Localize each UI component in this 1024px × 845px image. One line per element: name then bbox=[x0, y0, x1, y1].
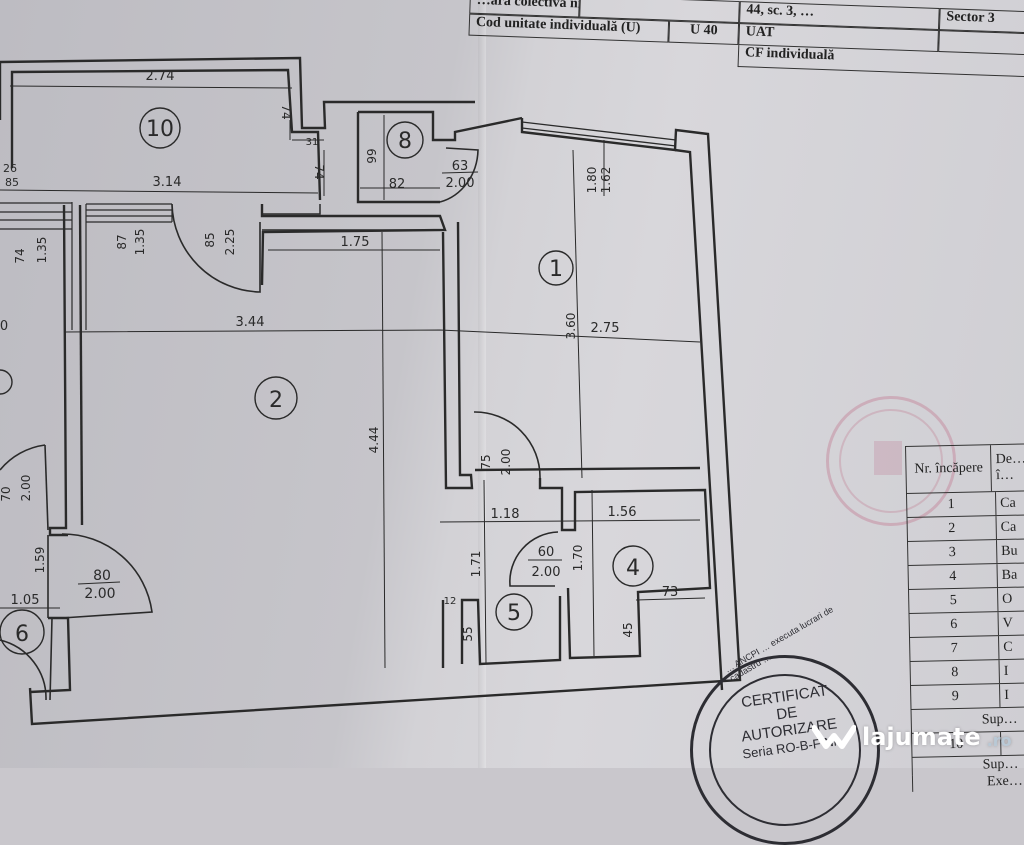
dim-82: 82 bbox=[389, 177, 406, 192]
paper-fold bbox=[478, 0, 486, 768]
lajumate-logo-icon bbox=[812, 725, 856, 749]
dim-3-14: 3.14 bbox=[153, 175, 182, 190]
room-label-5: 5 bbox=[507, 601, 521, 626]
dim-26: 26 bbox=[3, 162, 17, 175]
door-5-height: 2.00 bbox=[532, 565, 561, 580]
dim-74-left: 74 bbox=[13, 248, 27, 263]
dim-0: 0 bbox=[0, 319, 8, 334]
dim-3-60: 3.60 bbox=[564, 313, 578, 340]
door-2-height: 2.25 bbox=[223, 229, 237, 256]
dim-1-18: 1.18 bbox=[491, 507, 520, 522]
dim-31: 31 bbox=[306, 137, 319, 148]
dim-1-75: 1.75 bbox=[341, 235, 370, 250]
document-photo bbox=[0, 0, 1024, 768]
dim-2-74: 2.74 bbox=[146, 69, 175, 84]
door-8-width: 63 bbox=[452, 159, 469, 174]
watermark-tld: .ro bbox=[986, 730, 1012, 750]
dim-55: 55 bbox=[461, 626, 475, 641]
dim-1-80: 1.80 bbox=[585, 167, 599, 194]
room-label-8: 8 bbox=[398, 129, 412, 154]
rooms-table-exe: Exe… bbox=[911, 772, 1024, 792]
dim-99: 99 bbox=[365, 148, 379, 163]
dim-1-70: 1.70 bbox=[571, 545, 585, 572]
dim-1-56: 1.56 bbox=[608, 505, 637, 520]
watermark-brand: lajumate bbox=[862, 723, 981, 751]
dim-1-59: 1.59 bbox=[33, 547, 47, 574]
door-6a-width: 70 bbox=[0, 486, 13, 501]
room-label-10: 10 bbox=[146, 117, 174, 142]
dim-87: 87 bbox=[115, 234, 129, 249]
dim-85-small: 85 bbox=[5, 176, 19, 189]
lajumate-watermark: lajumate.ro bbox=[812, 722, 1012, 752]
door-1-height: 2.00 bbox=[499, 449, 513, 476]
dim-74-a: 74 bbox=[279, 104, 293, 119]
dim-1-35-left: 1.35 bbox=[35, 237, 49, 264]
dim-3-44: 3.44 bbox=[236, 315, 265, 330]
room-label-6: 6 bbox=[15, 622, 29, 647]
door-5-width: 60 bbox=[538, 545, 555, 560]
dim-73: 73 bbox=[662, 585, 679, 600]
room-label-1: 1 bbox=[549, 257, 563, 282]
dim-4-44: 4.44 bbox=[367, 427, 381, 454]
rooms-table-header-den: De… î… bbox=[995, 451, 1024, 484]
door-2-width: 85 bbox=[203, 232, 217, 247]
dim-12: 12 bbox=[444, 596, 457, 607]
room-label-4: 4 bbox=[626, 556, 640, 581]
dim-1-35: 1.35 bbox=[133, 229, 147, 256]
room-label-2: 2 bbox=[269, 388, 283, 413]
dim-2-75: 2.75 bbox=[591, 321, 620, 336]
door-6a-height: 2.00 bbox=[19, 475, 33, 502]
dim-74-b: 74 bbox=[312, 164, 326, 179]
rooms-table-total: Sup… bbox=[911, 754, 1024, 776]
rooms-table-header-nr: Nr. încăpere bbox=[906, 445, 993, 493]
faded-red-stamp bbox=[826, 396, 956, 526]
door-entry-width: 80 bbox=[93, 568, 111, 584]
dim-1-05: 1.05 bbox=[11, 593, 40, 608]
floor-plan: 10 8 1 2 4 5 6 2.74 3.14 3.44 0 1.75 2.7… bbox=[0, 56, 742, 726]
door-1-width: 75 bbox=[479, 454, 493, 469]
door-entry-height: 2.00 bbox=[84, 586, 115, 602]
dim-1-62: 1.62 bbox=[599, 167, 613, 194]
dim-1-71: 1.71 bbox=[469, 551, 483, 578]
door-8-height: 2.00 bbox=[446, 176, 475, 191]
dim-45: 45 bbox=[621, 622, 635, 637]
